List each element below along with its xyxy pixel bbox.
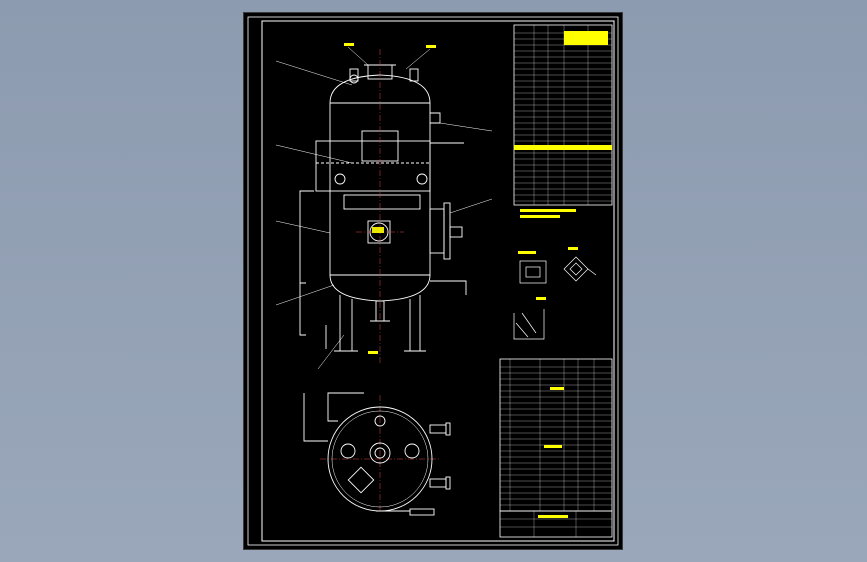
vessel-plan-view xyxy=(303,392,451,516)
leader-lines xyxy=(275,46,493,370)
drawing-sheet[interactable] xyxy=(244,13,622,549)
outer-frame xyxy=(247,16,619,546)
callout-markers xyxy=(344,43,436,354)
vessel-elevation-view xyxy=(299,64,467,352)
title-block xyxy=(499,510,613,538)
detail-views xyxy=(513,247,597,340)
inner-frame xyxy=(261,20,615,542)
parts-list-table xyxy=(499,358,613,512)
cad-drawing xyxy=(247,16,619,546)
design-data-table xyxy=(513,24,613,218)
